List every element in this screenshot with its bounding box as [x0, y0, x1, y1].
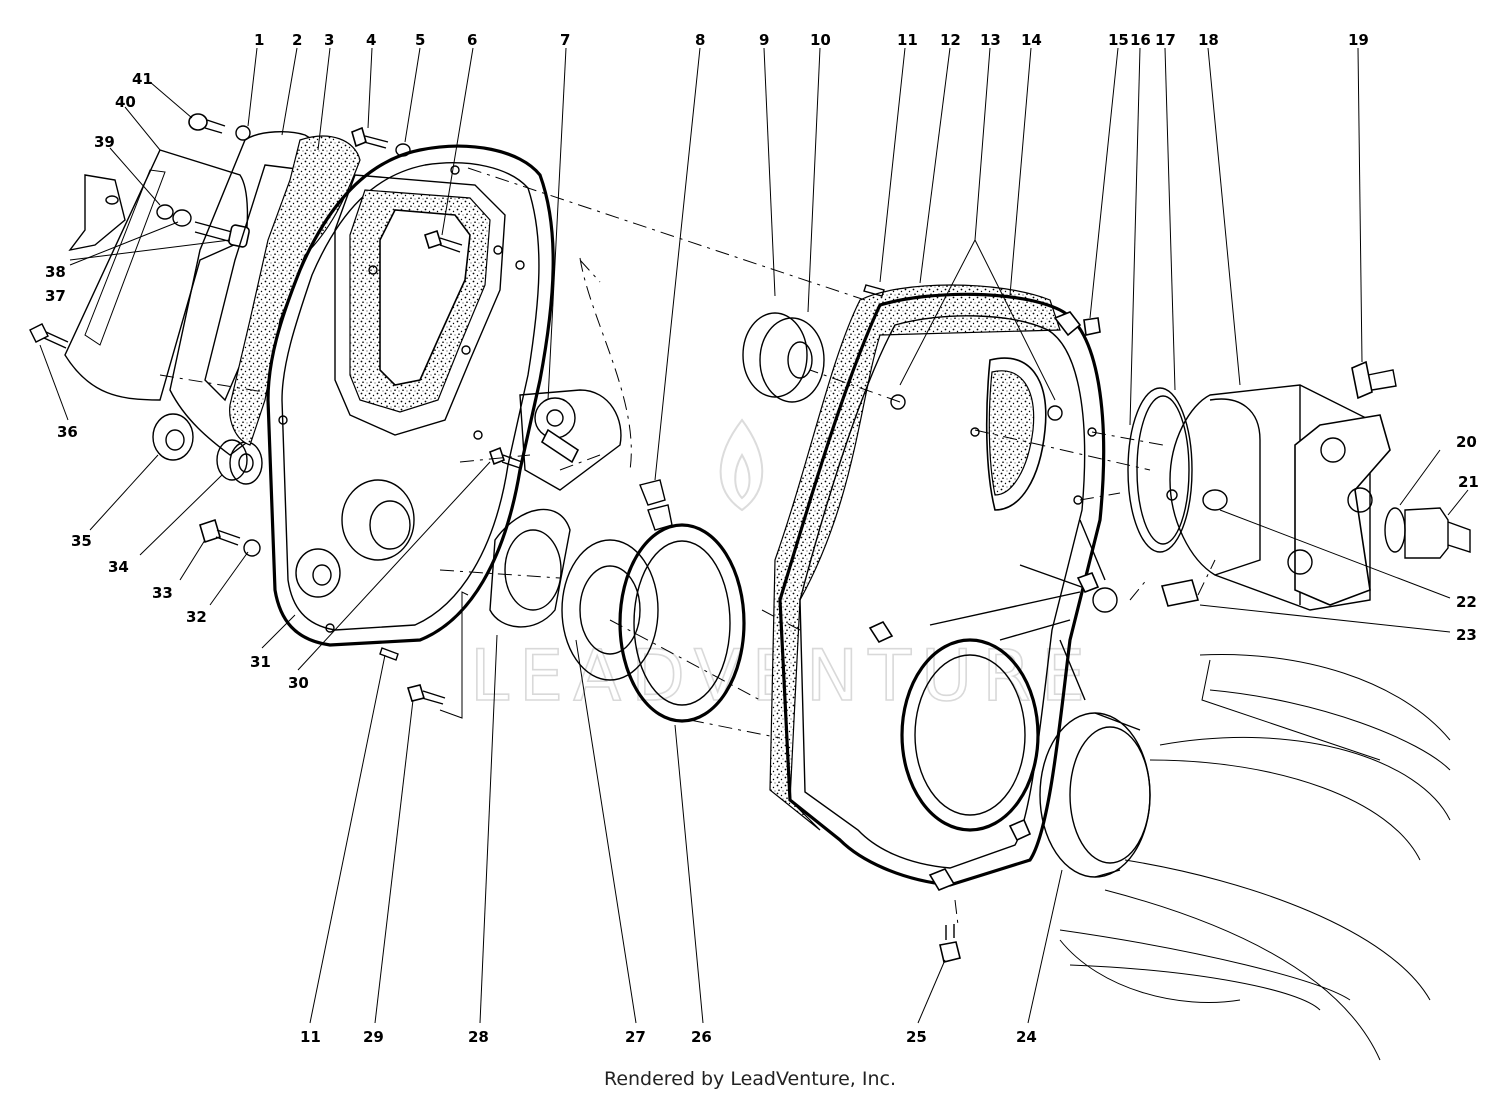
leader-lines: [39, 47, 1469, 1024]
part-label-9: 9: [759, 31, 769, 49]
part-label-41: 41: [132, 70, 153, 88]
part-label-3: 3: [324, 31, 334, 49]
plate-28: [489, 508, 571, 628]
part-label-34: 34: [108, 558, 129, 576]
part-label-8: 8: [695, 31, 705, 49]
part-label-7: 7: [560, 31, 570, 49]
part-label-10: 10: [810, 31, 831, 49]
main-cover-31: [266, 144, 555, 647]
part-label-4: 4: [366, 31, 376, 49]
part-label-13: 13: [980, 31, 1001, 49]
part-label-30: 30: [288, 674, 309, 692]
part-label-16: 16: [1130, 31, 1151, 49]
part-label-11: 11: [897, 31, 918, 49]
auger-bearing-24: [1039, 712, 1151, 878]
part-label-6: 6: [467, 31, 477, 49]
part-label-27: 27: [625, 1028, 646, 1046]
part-label-28: 28: [468, 1028, 489, 1046]
sprocket-27: [561, 539, 659, 681]
part-label-31: 31: [250, 653, 271, 671]
part-label-38: 38: [45, 263, 66, 281]
alignment-lines: [159, 167, 1216, 926]
part-label-25: 25: [906, 1028, 927, 1046]
auger-housing: [1059, 653, 1451, 1061]
footer-credit: Rendered by LeadVenture, Inc.: [603, 1068, 897, 1090]
o-ring-17: [1127, 387, 1193, 553]
part-label-12: 12: [940, 31, 961, 49]
idler-assembly-7: [519, 389, 622, 491]
oil-seal-26: [618, 523, 746, 723]
part-label-21: 21: [1458, 473, 1479, 491]
part-label-39: 39: [94, 133, 115, 151]
part-label-15: 15: [1108, 31, 1129, 49]
part-label-1: 1: [254, 31, 264, 49]
part-label-20: 20: [1456, 433, 1477, 451]
bracket-39: [68, 174, 126, 252]
part-label-2: 2: [292, 31, 302, 49]
part-label-26: 26: [691, 1028, 712, 1046]
part-label-35: 35: [71, 532, 92, 550]
part-labels: 1 2 3 4 5 6 7 8 9 10 11 12 13 14 15 16 1…: [45, 31, 1479, 1046]
hydraulic-motor-18: [1166, 384, 1391, 611]
part-label-23: 23: [1456, 626, 1477, 644]
part-label-33: 33: [152, 584, 173, 602]
part-label-17: 17: [1155, 31, 1176, 49]
part-label-11-lower: 11: [300, 1028, 321, 1046]
part-label-19: 19: [1348, 31, 1369, 49]
part-label-32: 32: [186, 608, 207, 626]
gasket-3: [229, 135, 361, 446]
part-label-36: 36: [57, 423, 78, 441]
part-label-37: 37: [45, 287, 66, 305]
part-label-5: 5: [415, 31, 425, 49]
shield-plate-40: [64, 149, 249, 401]
part-label-18: 18: [1198, 31, 1219, 49]
part-label-24: 24: [1016, 1028, 1037, 1046]
chain-case-14: [769, 284, 1118, 891]
part-label-40: 40: [115, 93, 136, 111]
part-label-22: 22: [1456, 593, 1477, 611]
part-label-29: 29: [363, 1028, 384, 1046]
part-label-14: 14: [1021, 31, 1042, 49]
sprocket-9-10: [742, 312, 825, 403]
chain-link-8: [639, 479, 673, 531]
